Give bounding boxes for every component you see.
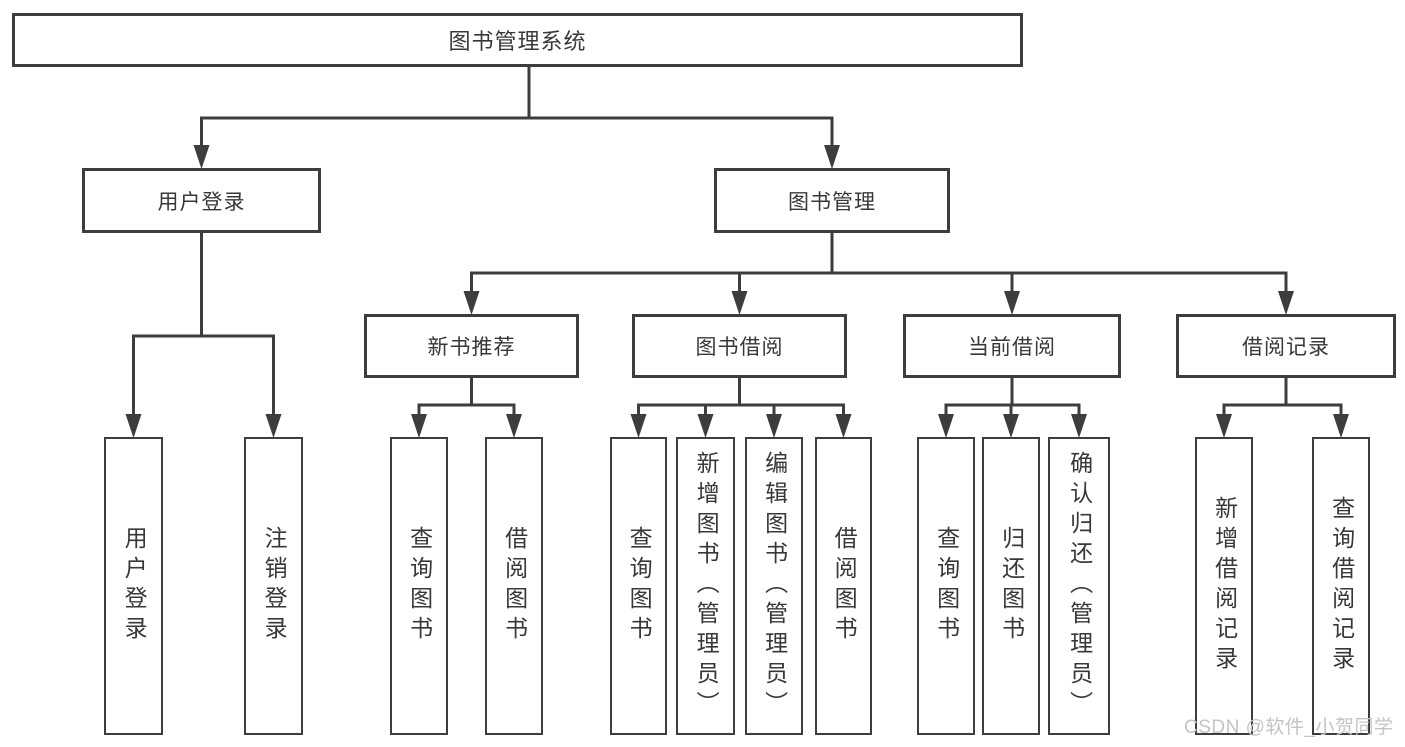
node-label: 查询图书 (406, 526, 433, 646)
node-label: 新增借阅记录 (1211, 496, 1238, 676)
node-leaf-query-book-3: 查询图书 (917, 437, 975, 735)
node-leaf-edit-book: 编辑图书（管理员） (745, 437, 803, 735)
node-label: 图书借阅 (695, 336, 784, 359)
node-leaf-query-borrow-record: 查询借阅记录 (1312, 437, 1370, 735)
node-leaf-query-book-1: 查询图书 (390, 437, 448, 735)
node-label: 新书推荐 (427, 336, 516, 359)
node-leaf-add-borrow-record: 新增借阅记录 (1195, 437, 1253, 735)
node-user-login: 用户登录 (82, 168, 321, 233)
node-leaf-query-book-2: 查询图书 (610, 437, 667, 735)
node-label: 借阅记录 (1242, 336, 1330, 359)
node-label: 图书管理 (788, 190, 876, 214)
watermark: CSDN @软件_小贺同学 (1184, 717, 1394, 738)
node-label: 借阅图书 (831, 526, 858, 646)
node-label: 查询图书 (626, 526, 653, 646)
node-label: 当前借阅 (968, 336, 1056, 359)
node-label: 图书管理系统 (448, 29, 587, 54)
node-root: 图书管理系统 (12, 13, 1023, 67)
node-label: 注销登录 (261, 526, 288, 646)
node-label: 查询借阅记录 (1328, 496, 1355, 676)
node-leaf-borrow-book-2: 借阅图书 (815, 437, 872, 735)
node-label: 编辑图书（管理员） (761, 451, 788, 721)
node-leaf-logout: 注销登录 (244, 437, 303, 735)
node-label: 新增图书（管理员） (693, 451, 720, 721)
node-label: 用户登录 (157, 190, 246, 214)
node-label: 确认归还（管理员） (1066, 451, 1093, 721)
node-borrow-records: 借阅记录 (1176, 314, 1396, 378)
node-leaf-user-login: 用户登录 (104, 437, 163, 735)
node-label: 借阅图书 (501, 526, 528, 646)
node-new-book-rec: 新书推荐 (364, 314, 579, 378)
node-leaf-return-book: 归还图书 (982, 437, 1040, 735)
node-book-borrow: 图书借阅 (632, 314, 847, 378)
node-label: 归还图书 (998, 526, 1025, 646)
node-leaf-confirm-return: 确认归还（管理员） (1048, 437, 1110, 735)
node-label: 用户登录 (121, 526, 148, 646)
node-leaf-add-book: 新增图书（管理员） (676, 437, 735, 735)
node-label: 查询图书 (933, 526, 960, 646)
node-book-mgmt: 图书管理 (714, 168, 950, 233)
node-current-borrow: 当前借阅 (903, 314, 1121, 378)
node-leaf-borrow-book-1: 借阅图书 (485, 437, 543, 735)
